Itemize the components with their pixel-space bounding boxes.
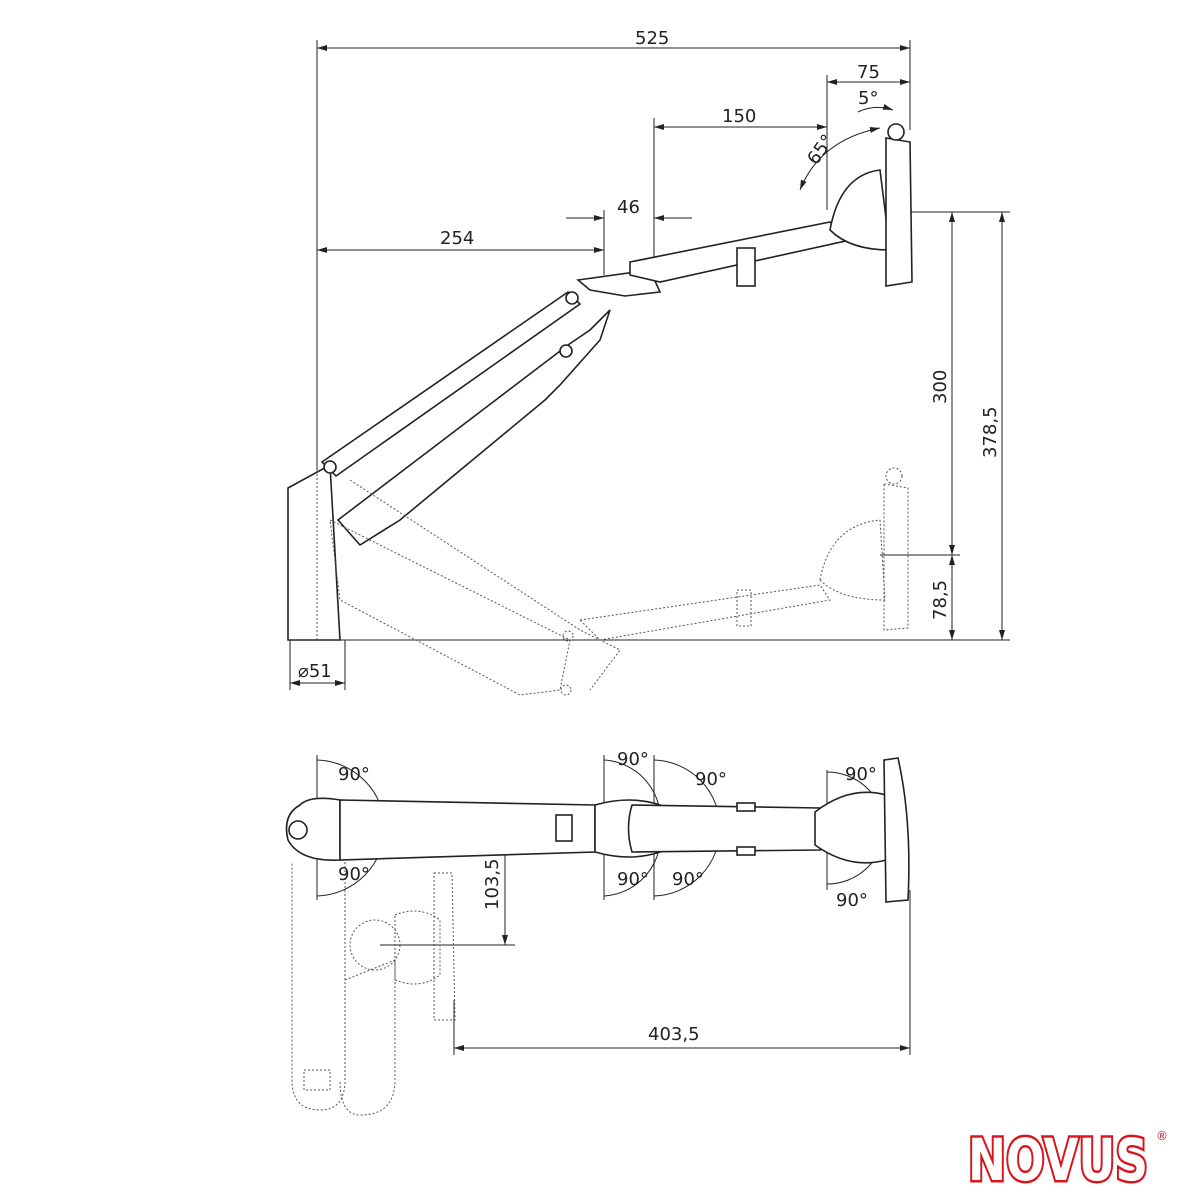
dim-overall-width: 525 — [635, 28, 669, 49]
dim-offset: 46 — [617, 197, 640, 218]
dim-lift: 300 — [930, 370, 951, 404]
novus-logo: NOVUS ® — [966, 1124, 1169, 1197]
dim-rot-base-top: 90° — [338, 764, 370, 785]
dim-tilt-range: 65° — [803, 131, 839, 169]
dim-rot-mid1-bottom: 90° — [617, 869, 649, 890]
top-view: 90° 90° 90° 90° 90° 90° 90° 90° 103,5 40… — [285, 749, 911, 1116]
dim-forearm: 150 — [722, 106, 756, 127]
pole-base — [287, 463, 341, 641]
side-view: 525 75 5° 150 65° 46 254 300 378,5 78,5 … — [287, 28, 1010, 696]
dim-rot-head-bottom: 90° — [836, 890, 868, 911]
lower-arm-raised — [336, 309, 611, 547]
dim-head-depth: 75 — [857, 62, 880, 83]
tilt-head-raised — [829, 169, 891, 251]
dim-pole-diameter: ⌀51 — [298, 661, 332, 682]
arm-folded — [291, 862, 396, 1116]
dim-rot-mid2-top: 90° — [695, 769, 727, 790]
dim-tilt-back: 5° — [858, 88, 878, 109]
dim-rot-base-bottom: 90° — [338, 864, 370, 885]
arm-lowered — [329, 479, 621, 696]
dim-rot-head-top: 90° — [845, 764, 877, 785]
dim-reach: 403,5 — [648, 1024, 700, 1045]
dim-upper-arm: 254 — [440, 228, 474, 249]
base-clamp-top — [285, 797, 341, 861]
dim-rot-mid1-top: 90° — [617, 749, 649, 770]
head-top — [814, 791, 887, 864]
logo-registered: ® — [1156, 1129, 1168, 1143]
dim-max-height: 378,5 — [980, 406, 1001, 458]
forearm-lowered — [578, 584, 831, 641]
dim-rot-mid2-bottom: 90° — [672, 869, 704, 890]
dim-top-offset: 103,5 — [482, 858, 503, 910]
dim-min-height: 78,5 — [930, 580, 951, 620]
logo-wordmark: NOVUS — [968, 1126, 1148, 1194]
vesa-plate-top — [883, 757, 910, 903]
vesa-plate-raised — [885, 137, 913, 287]
forearm-top — [627, 804, 821, 853]
